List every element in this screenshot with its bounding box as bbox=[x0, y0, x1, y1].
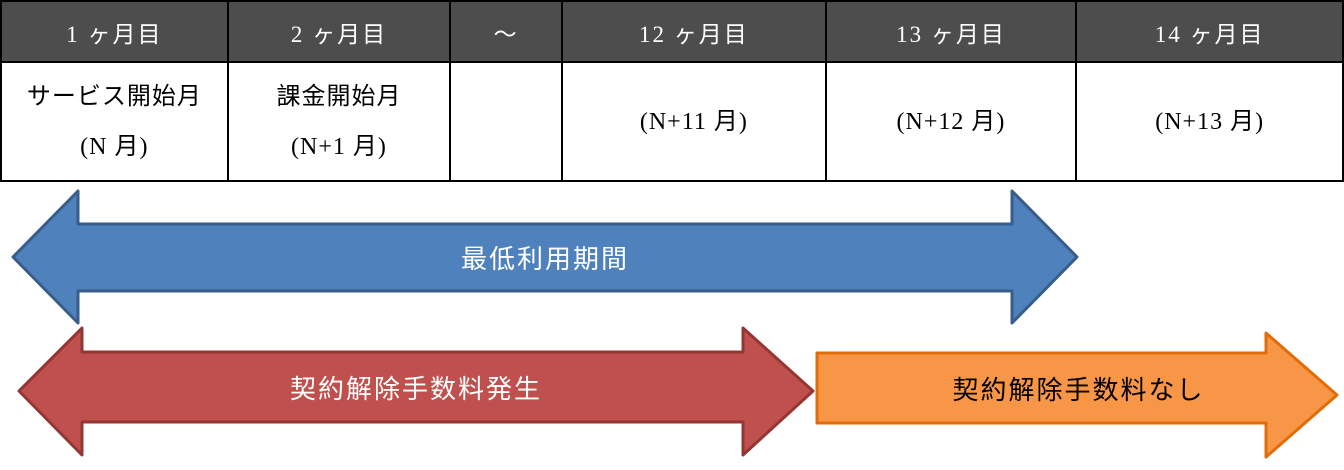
cell-billing-start-month: 課金開始月 (N+1 月) bbox=[226, 61, 452, 182]
cell-n-plus-12: (N+12 月) bbox=[824, 61, 1078, 182]
arrow-cancellation-fee: 契約解除手数料発生 bbox=[16, 325, 816, 458]
cell-text-line: (N+13 月) bbox=[1155, 108, 1265, 135]
header-cell-month-14: 14 ヶ月目 bbox=[1075, 0, 1344, 63]
double-arrow-polygon bbox=[11, 189, 1079, 325]
cell-text-line: 課金開始月 bbox=[276, 83, 402, 110]
cell-text-line: (N+1 月) bbox=[291, 133, 387, 160]
header-cell-month-12: 12 ヶ月目 bbox=[561, 0, 827, 63]
header-cell-month-2: 2 ヶ月目 bbox=[226, 0, 452, 63]
right-arrow-polygon bbox=[815, 331, 1339, 459]
double-arrow-polygon bbox=[17, 326, 815, 457]
double-arrow-shape bbox=[11, 189, 1079, 325]
cell-ellipsis-empty bbox=[449, 61, 564, 182]
month-schedule-table: 1 ヶ月目 2 ヶ月目 ～ 12 ヶ月目 13 ヶ月目 14 ヶ月目 サービス開… bbox=[0, 0, 1344, 182]
cell-n-plus-13: (N+13 月) bbox=[1075, 61, 1344, 182]
double-arrow-shape bbox=[17, 326, 815, 457]
header-cell-month-13: 13 ヶ月目 bbox=[824, 0, 1078, 63]
arrow-no-cancellation-fee: 契約解除手数料なし bbox=[815, 331, 1342, 459]
right-arrow-shape bbox=[815, 331, 1339, 459]
cell-text-line: サービス開始月 bbox=[26, 83, 202, 110]
header-cell-ellipsis: ～ bbox=[449, 0, 564, 63]
table-header-row: 1 ヶ月目 2 ヶ月目 ～ 12 ヶ月目 13 ヶ月目 14 ヶ月目 bbox=[0, 0, 1344, 63]
cell-service-start-month: サービス開始月 (N 月) bbox=[0, 61, 229, 182]
cell-text-line: (N 月) bbox=[80, 133, 149, 160]
cell-text-line: (N+12 月) bbox=[896, 108, 1006, 135]
arrow-minimum-usage-period: 最低利用期間 bbox=[10, 188, 1080, 328]
cell-text-line: (N+11 月) bbox=[639, 108, 748, 135]
header-cell-month-1: 1 ヶ月目 bbox=[0, 0, 229, 63]
table-body-row: サービス開始月 (N 月) 課金開始月 (N+1 月) (N+11 月) (N+… bbox=[0, 61, 1344, 182]
cell-n-plus-11: (N+11 月) bbox=[561, 61, 827, 182]
